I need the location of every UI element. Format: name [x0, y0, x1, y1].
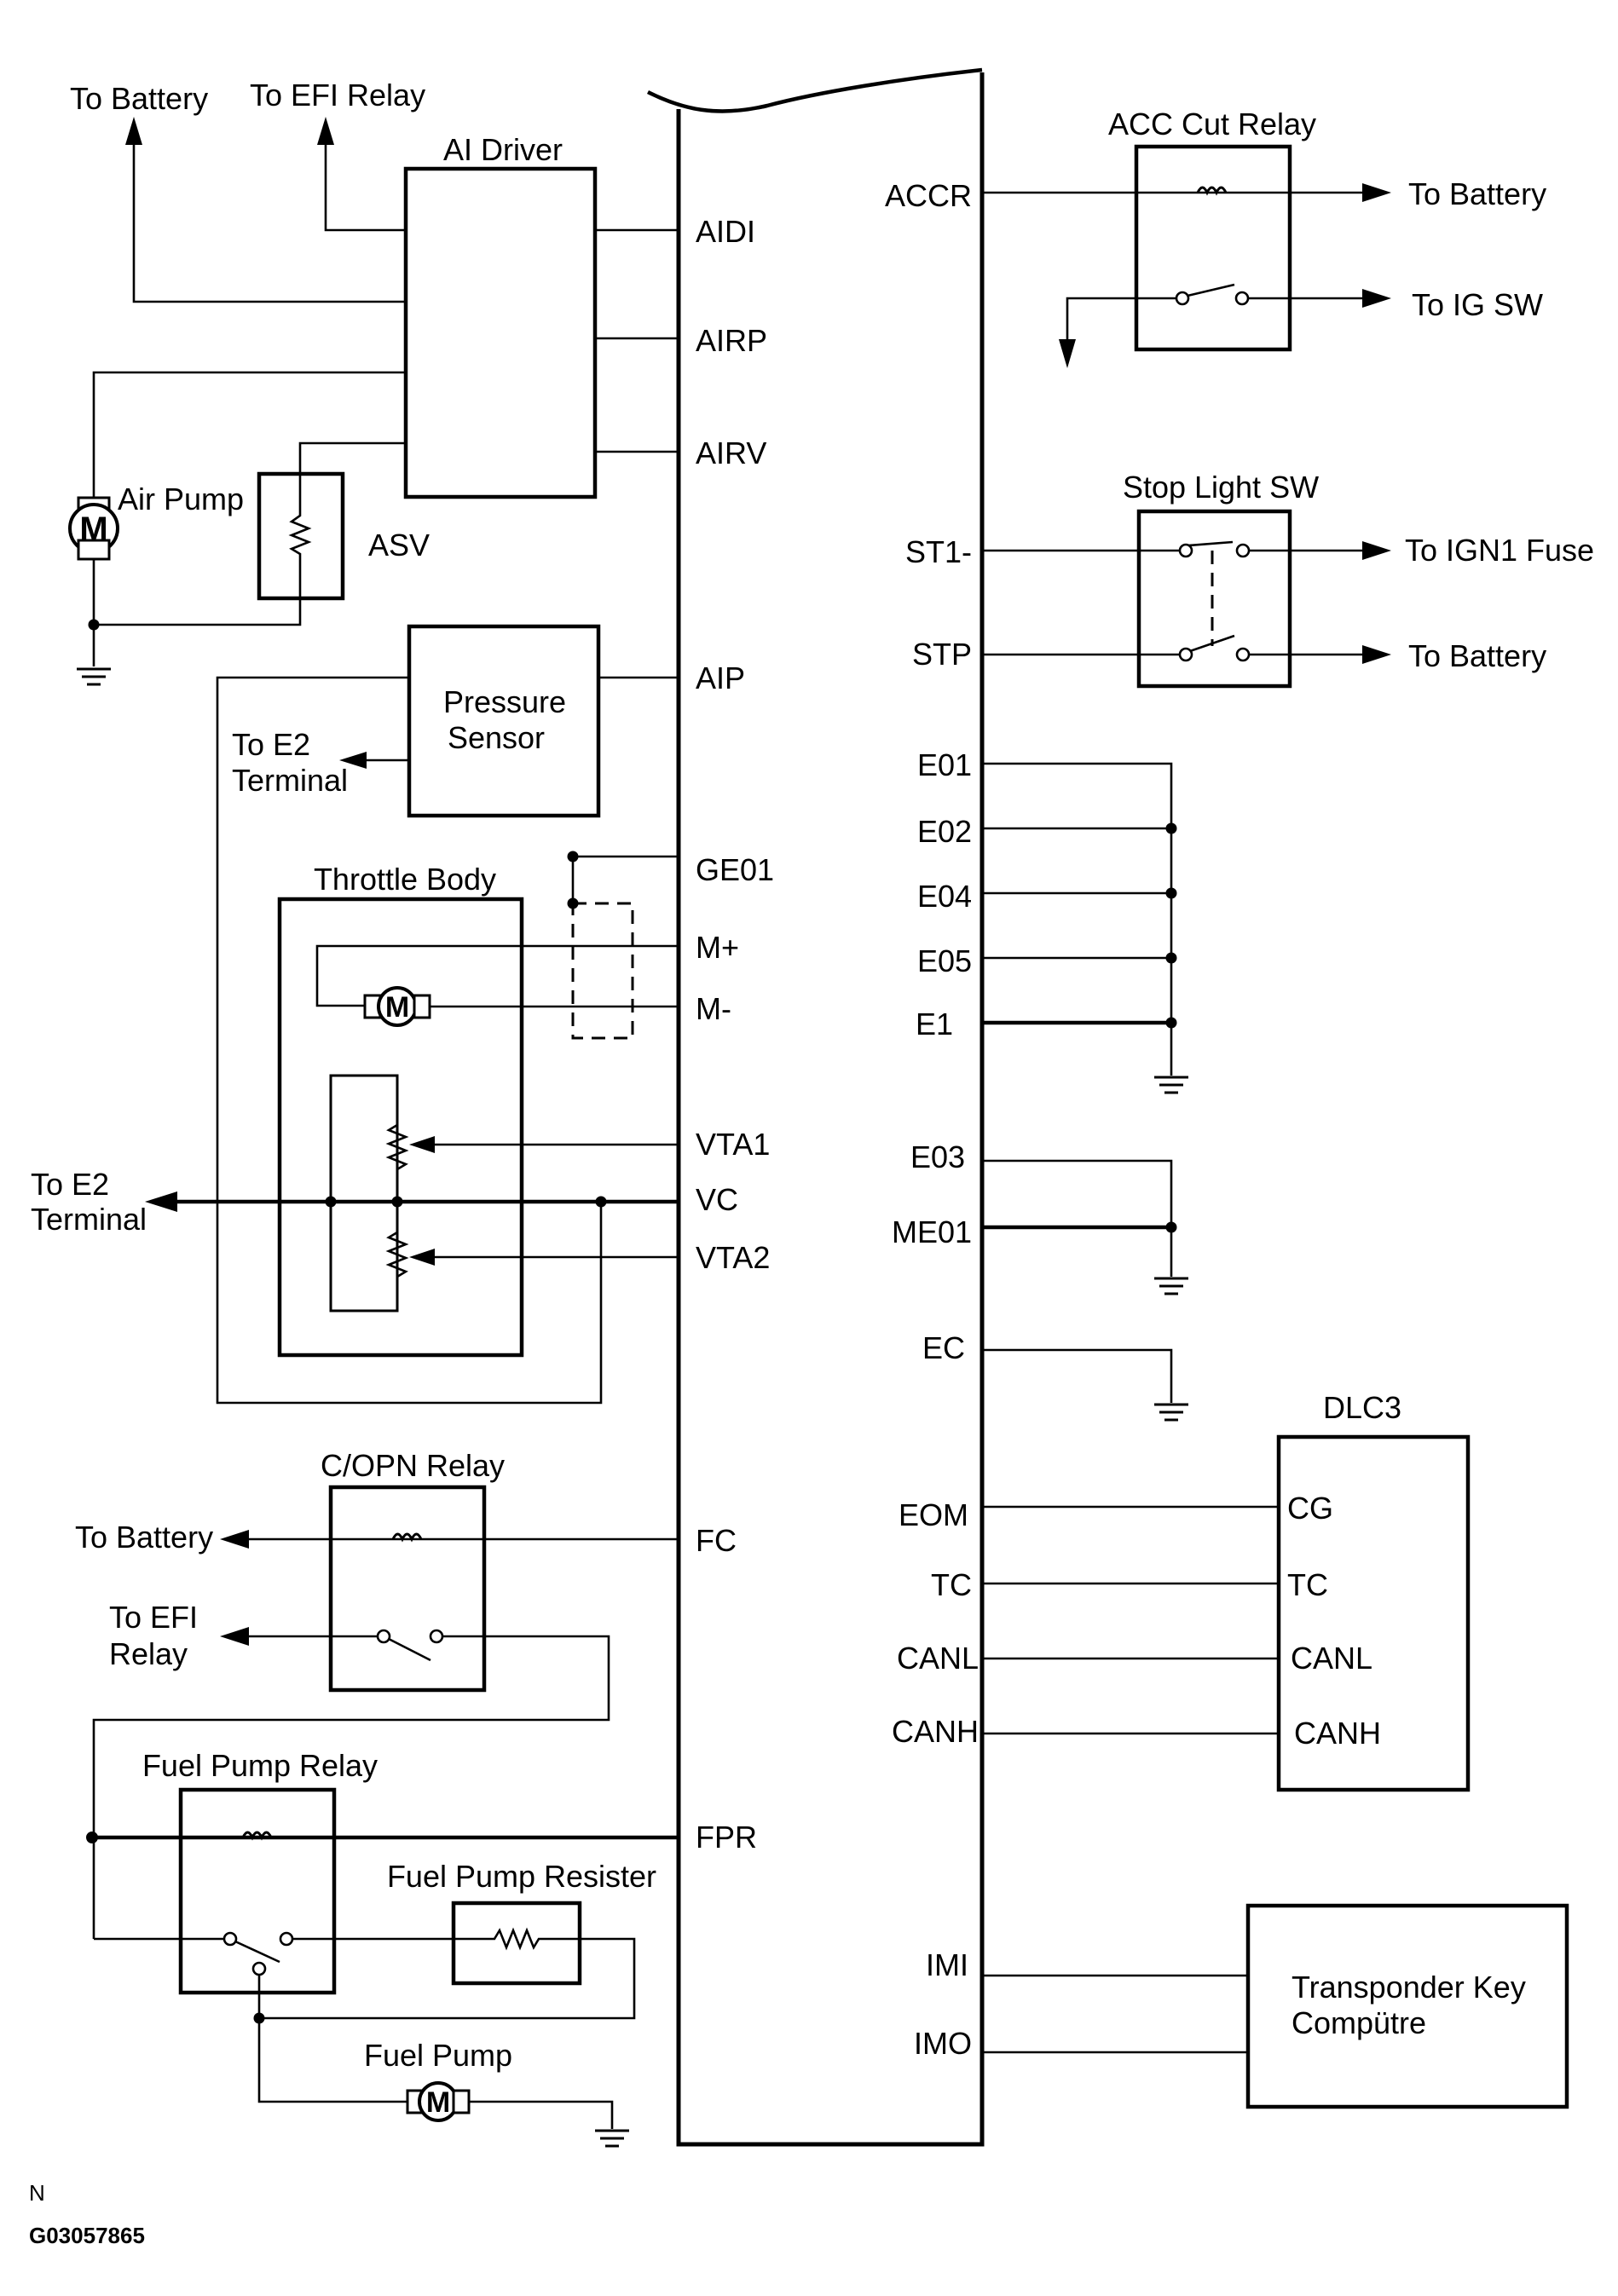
pin-fc: FC: [696, 1523, 737, 1558]
ai-driver-group: AI Driver To Battery To EFI Relay M Air …: [68, 78, 679, 686]
throttle-body-group: Throttle Body M To E2 Terminal: [31, 851, 679, 1358]
pin-eom: EOM: [899, 1497, 968, 1532]
pin-aip: AIP: [696, 661, 745, 695]
ground-ec: [982, 1348, 1190, 1422]
pin-airv: AIRV: [696, 436, 766, 470]
stop-light-sw-box: [1136, 509, 1292, 689]
copn-relay-box: [328, 1485, 487, 1693]
pin-imi: IMI: [926, 1947, 968, 1982]
pin-accr: ACCR: [885, 178, 972, 213]
to-efi-label-copn-2: Relay: [109, 1636, 188, 1671]
pin-ge01: GE01: [696, 852, 774, 887]
ecu-right-pins: ACCR ST1- STP E01 E02 E04 E05 E1 E03 ME0…: [885, 178, 979, 2061]
pressure-sensor-label-1: Pressure: [443, 684, 566, 719]
ecu-body: [646, 67, 985, 2147]
dlc3-box: [1276, 1434, 1471, 1792]
to-battery-label-copn: To Battery: [75, 1520, 213, 1555]
dlc3-label: DLC3: [1323, 1390, 1401, 1425]
pressure-sensor-label-2: Sensor: [448, 720, 545, 755]
orientation-mark: N: [29, 2180, 45, 2206]
dlc3-pin-canh: CANH: [1294, 1716, 1381, 1751]
transponder-key-computer-box: [1245, 1903, 1569, 2109]
to-e2-label-left-1: To E2: [31, 1167, 109, 1202]
to-e2-label-top-2: Terminal: [232, 763, 348, 798]
pin-ec: EC: [922, 1330, 965, 1365]
pin-aidi: AIDI: [696, 214, 755, 249]
footer: N G03057865: [29, 2180, 145, 2248]
shield-box: [571, 902, 634, 1040]
to-battery-label-acc: To Battery: [1408, 176, 1546, 211]
pin-e1: E1: [916, 1007, 953, 1041]
transponder-label-2: Compütre: [1292, 2005, 1426, 2040]
dlc3-pin-canl: CANL: [1291, 1641, 1372, 1676]
pressure-sensor-box: [407, 624, 601, 818]
to-ign1-fuse-label: To IGN1 Fuse: [1405, 533, 1594, 568]
pin-vc: VC: [696, 1182, 738, 1217]
pin-e05: E05: [917, 943, 972, 978]
pin-airp: AIRP: [696, 323, 767, 358]
transponder-label-1: Transponder Key: [1292, 1970, 1526, 2005]
fuel-pump-motor-symbol: M: [426, 2086, 450, 2119]
pin-stp: STP: [912, 637, 972, 672]
pin-m-plus: M+: [696, 930, 739, 965]
ecu-left-pins: AIDI AIRP AIRV AIP GE01 M+ M- VTA1 VC VT…: [696, 214, 774, 1855]
transponder-key-computer-group: Transponder Key Compütre: [982, 1903, 1569, 2109]
pressure-sensor-group: Pressure Sensor To E2 Terminal: [216, 624, 679, 1405]
ai-driver-label: AI Driver: [443, 132, 563, 167]
pin-st1: ST1-: [905, 534, 972, 569]
to-e2-label-left-2: Terminal: [31, 1202, 147, 1237]
to-battery-label-stop: To Battery: [1408, 638, 1546, 673]
to-efi-relay-label-ai: To EFI Relay: [250, 78, 425, 112]
to-e2-label-top-1: To E2: [232, 727, 310, 762]
dlc3-pin-tc: TC: [1287, 1567, 1328, 1602]
pin-vta1: VTA1: [696, 1127, 770, 1162]
figure-id: G03057865: [29, 2223, 145, 2248]
pin-m-minus: M-: [696, 991, 731, 1026]
throttle-motor-symbol: M: [385, 991, 409, 1024]
fuel-pump-label: Fuel Pump: [364, 2038, 512, 2073]
pin-tc: TC: [931, 1567, 972, 1602]
ground-bus-e03: [982, 1159, 1190, 1295]
fuel-pump-relay-label: Fuel Pump Relay: [142, 1748, 378, 1783]
stop-light-sw-group: Stop Light SW To IGN1 Fuse To Battery: [982, 470, 1594, 689]
asv-label: ASV: [368, 528, 430, 562]
copn-relay-label: C/OPN Relay: [321, 1448, 505, 1483]
ai-driver-box: [403, 166, 598, 499]
fuel-pump-relay-box: [178, 1787, 337, 1995]
pin-vta2: VTA2: [696, 1240, 770, 1275]
pin-canh: CANH: [892, 1714, 979, 1749]
fuel-pump-resister-label: Fuel Pump Resister: [387, 1859, 656, 1894]
pin-fpr: FPR: [696, 1820, 757, 1855]
pin-e02: E02: [917, 814, 972, 849]
air-pump-motor-symbol: M: [79, 511, 107, 548]
pin-me01: ME01: [892, 1214, 972, 1249]
ground-bus-e0x: [982, 762, 1190, 1094]
stop-light-sw-label: Stop Light SW: [1123, 470, 1319, 505]
air-pump-label: Air Pump: [118, 482, 244, 516]
throttle-body-box: [277, 897, 524, 1358]
throttle-body-label: Throttle Body: [314, 862, 496, 897]
acc-cut-relay-box: [1134, 144, 1292, 352]
pin-canl: CANL: [897, 1641, 979, 1676]
acc-cut-relay-group: ACC Cut Relay To Battery To IG SW: [982, 107, 1546, 368]
to-ig-sw-label: To IG SW: [1412, 287, 1543, 322]
dlc3-pin-cg: CG: [1287, 1491, 1333, 1526]
to-battery-label-ai: To Battery: [70, 81, 208, 116]
pin-imo: IMO: [914, 2026, 972, 2061]
fuel-pump-relay-group: Fuel Pump Relay Fuel Pump Resister M Fue…: [86, 1748, 679, 2148]
copn-relay-group: C/OPN Relay To Battery To EFI Relay: [75, 1448, 679, 1939]
pin-e03: E03: [910, 1139, 965, 1174]
pin-e01: E01: [917, 747, 972, 782]
dlc3-group: DLC3 CG TC CANL CANH: [982, 1390, 1471, 1792]
pin-e04: E04: [917, 879, 972, 914]
fuel-pump-resister-box: [451, 1901, 582, 1986]
acc-cut-relay-label: ACC Cut Relay: [1108, 107, 1316, 141]
to-efi-label-copn-1: To EFI: [109, 1600, 198, 1635]
